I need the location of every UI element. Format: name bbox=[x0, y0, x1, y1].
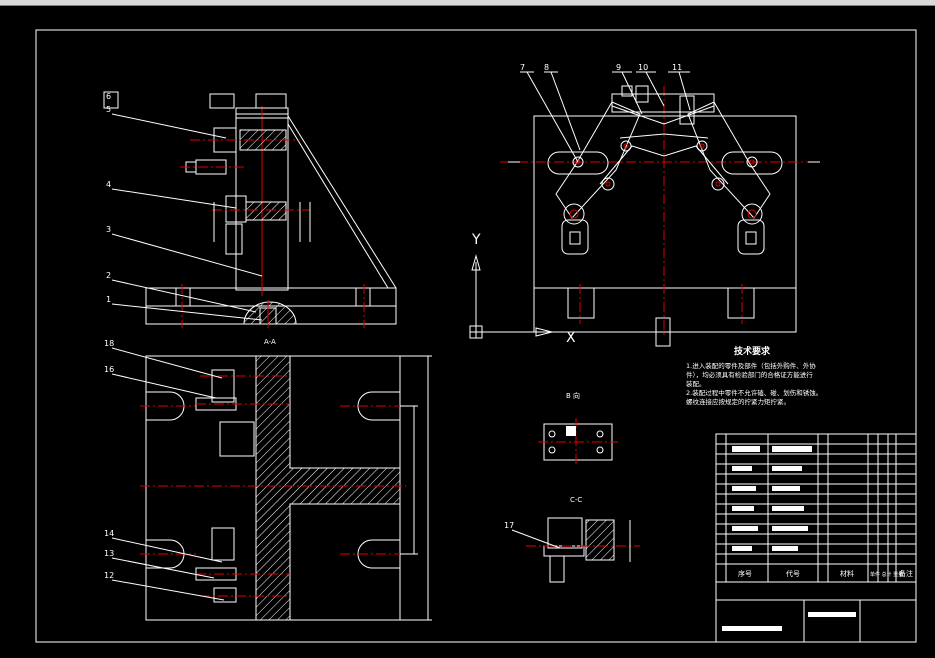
side-view bbox=[145, 93, 397, 328]
view-b: B 向 bbox=[538, 391, 618, 466]
title-col-note: 备注 bbox=[899, 569, 913, 578]
drawing-border bbox=[35, 29, 917, 643]
section-cc: C-C 17 bbox=[504, 496, 640, 583]
balloon-4: 4 bbox=[106, 180, 111, 189]
title-col-material: 材料 bbox=[840, 569, 854, 578]
title-col-seq: 序号 bbox=[738, 569, 752, 578]
section-label-cc: C-C bbox=[570, 496, 582, 504]
title-col-code: 代号 bbox=[786, 569, 800, 578]
tech-note-4: 2.装配过程中零件不允许磕、碰、划伤和锈蚀。 bbox=[686, 388, 822, 397]
front-view bbox=[500, 85, 820, 347]
balloon-12: 12 bbox=[104, 571, 114, 580]
balloon-11: 11 bbox=[672, 63, 682, 72]
balloon-6: 6 bbox=[106, 92, 111, 101]
balloon-2: 2 bbox=[106, 271, 111, 280]
section-label-aa: A-A bbox=[264, 338, 276, 346]
balloon-5: 5 bbox=[106, 105, 111, 114]
plan-view-balloons: 18 16 14 13 12 bbox=[104, 339, 225, 601]
balloon-18: 18 bbox=[104, 339, 114, 348]
window-title-bar bbox=[0, 0, 935, 6]
title-block: 序号 代号 材料 单件 总计 重量 备注 bbox=[715, 433, 917, 643]
balloon-8: 8 bbox=[544, 63, 549, 72]
balloon-7: 7 bbox=[520, 63, 525, 72]
balloon-13: 13 bbox=[104, 549, 114, 558]
tech-note-5: 螺纹连接应按规定的拧紧力矩拧紧。 bbox=[686, 397, 790, 406]
technical-requirements: 技术要求 1.进入装配的零件及部件（包括外购件、外协 件），均必须具有检验部门的… bbox=[686, 345, 822, 406]
tech-note-1: 1.进入装配的零件及部件（包括外购件、外协 bbox=[686, 361, 816, 370]
cad-drawing-canvas[interactable]: 6 5 4 3 2 1 A-A bbox=[0, 6, 935, 658]
view-b-label: B 向 bbox=[566, 391, 580, 400]
balloon-10: 10 bbox=[638, 63, 648, 72]
plan-view bbox=[140, 355, 432, 621]
ucs-icon: Y X bbox=[469, 232, 576, 346]
front-view-balloons: 7 8 9 10 11 bbox=[520, 63, 691, 163]
balloon-16: 16 bbox=[104, 365, 114, 374]
axis-x-label: X bbox=[566, 330, 576, 346]
side-view-balloons: 6 5 4 3 2 1 bbox=[103, 91, 263, 321]
axis-y-label: Y bbox=[471, 232, 481, 248]
tech-title: 技术要求 bbox=[734, 345, 771, 357]
balloon-17: 17 bbox=[504, 521, 514, 530]
balloon-9: 9 bbox=[616, 63, 621, 72]
tech-note-2: 件），均必须具有检验部门的合格证方能进行 bbox=[686, 370, 813, 379]
tech-note-3: 装配。 bbox=[686, 379, 706, 388]
balloon-1: 1 bbox=[106, 295, 111, 304]
balloon-14: 14 bbox=[104, 529, 114, 538]
title-col-weight: 单件 总计 重量 bbox=[870, 571, 903, 578]
balloon-3: 3 bbox=[106, 225, 111, 234]
